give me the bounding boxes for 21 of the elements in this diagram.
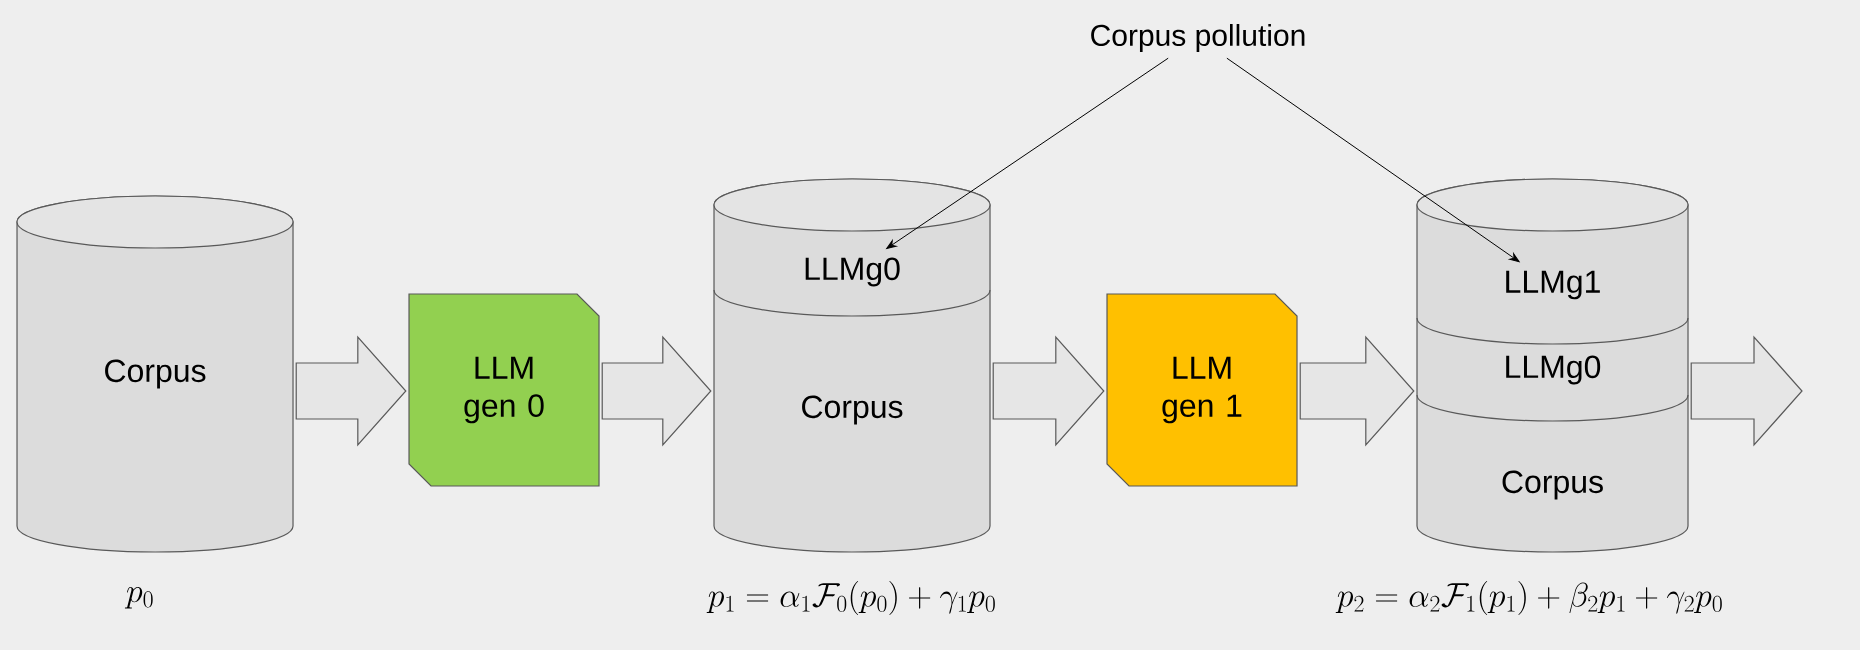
cylinder-layer: LLMg0 bbox=[713, 257, 991, 317]
formula: $p_0$ bbox=[124, 587, 153, 609]
leader-arrow bbox=[886, 57, 1169, 249]
cylinder-layer: Corpus bbox=[802, 395, 903, 425]
block-arrow bbox=[1299, 335, 1415, 447]
model-box: LLM gen 1 bbox=[1106, 293, 1298, 487]
formula: $p_2 = \alpha_2 \mathcal{F}_1(p_1) + \beta_2 p_1 + \gamma_2 p_0$ bbox=[1335, 581, 1722, 615]
database-cylinder: Corpus bbox=[16, 195, 294, 553]
formula: $p_1 = \alpha_1 \mathcal{F}_0(p_0) + \gamma_1 p_0$ bbox=[706, 581, 995, 615]
block-arrow bbox=[1690, 335, 1803, 447]
cylinder-layer: LLMg0 bbox=[1416, 355, 1689, 422]
database-cylinder bbox=[713, 178, 991, 553]
leader-arrow bbox=[1226, 57, 1520, 263]
block-arrow bbox=[992, 335, 1105, 447]
model-box: LLM gen 0 bbox=[408, 293, 600, 487]
block-arrow bbox=[295, 335, 407, 447]
database-cylinder bbox=[1416, 178, 1689, 553]
cylinder-layer: LLMg1 bbox=[1416, 270, 1689, 345]
block-arrow bbox=[601, 335, 712, 447]
cylinder-layer: Corpus bbox=[1502, 470, 1603, 500]
callout-text: Corpus pollution bbox=[1091, 24, 1305, 52]
